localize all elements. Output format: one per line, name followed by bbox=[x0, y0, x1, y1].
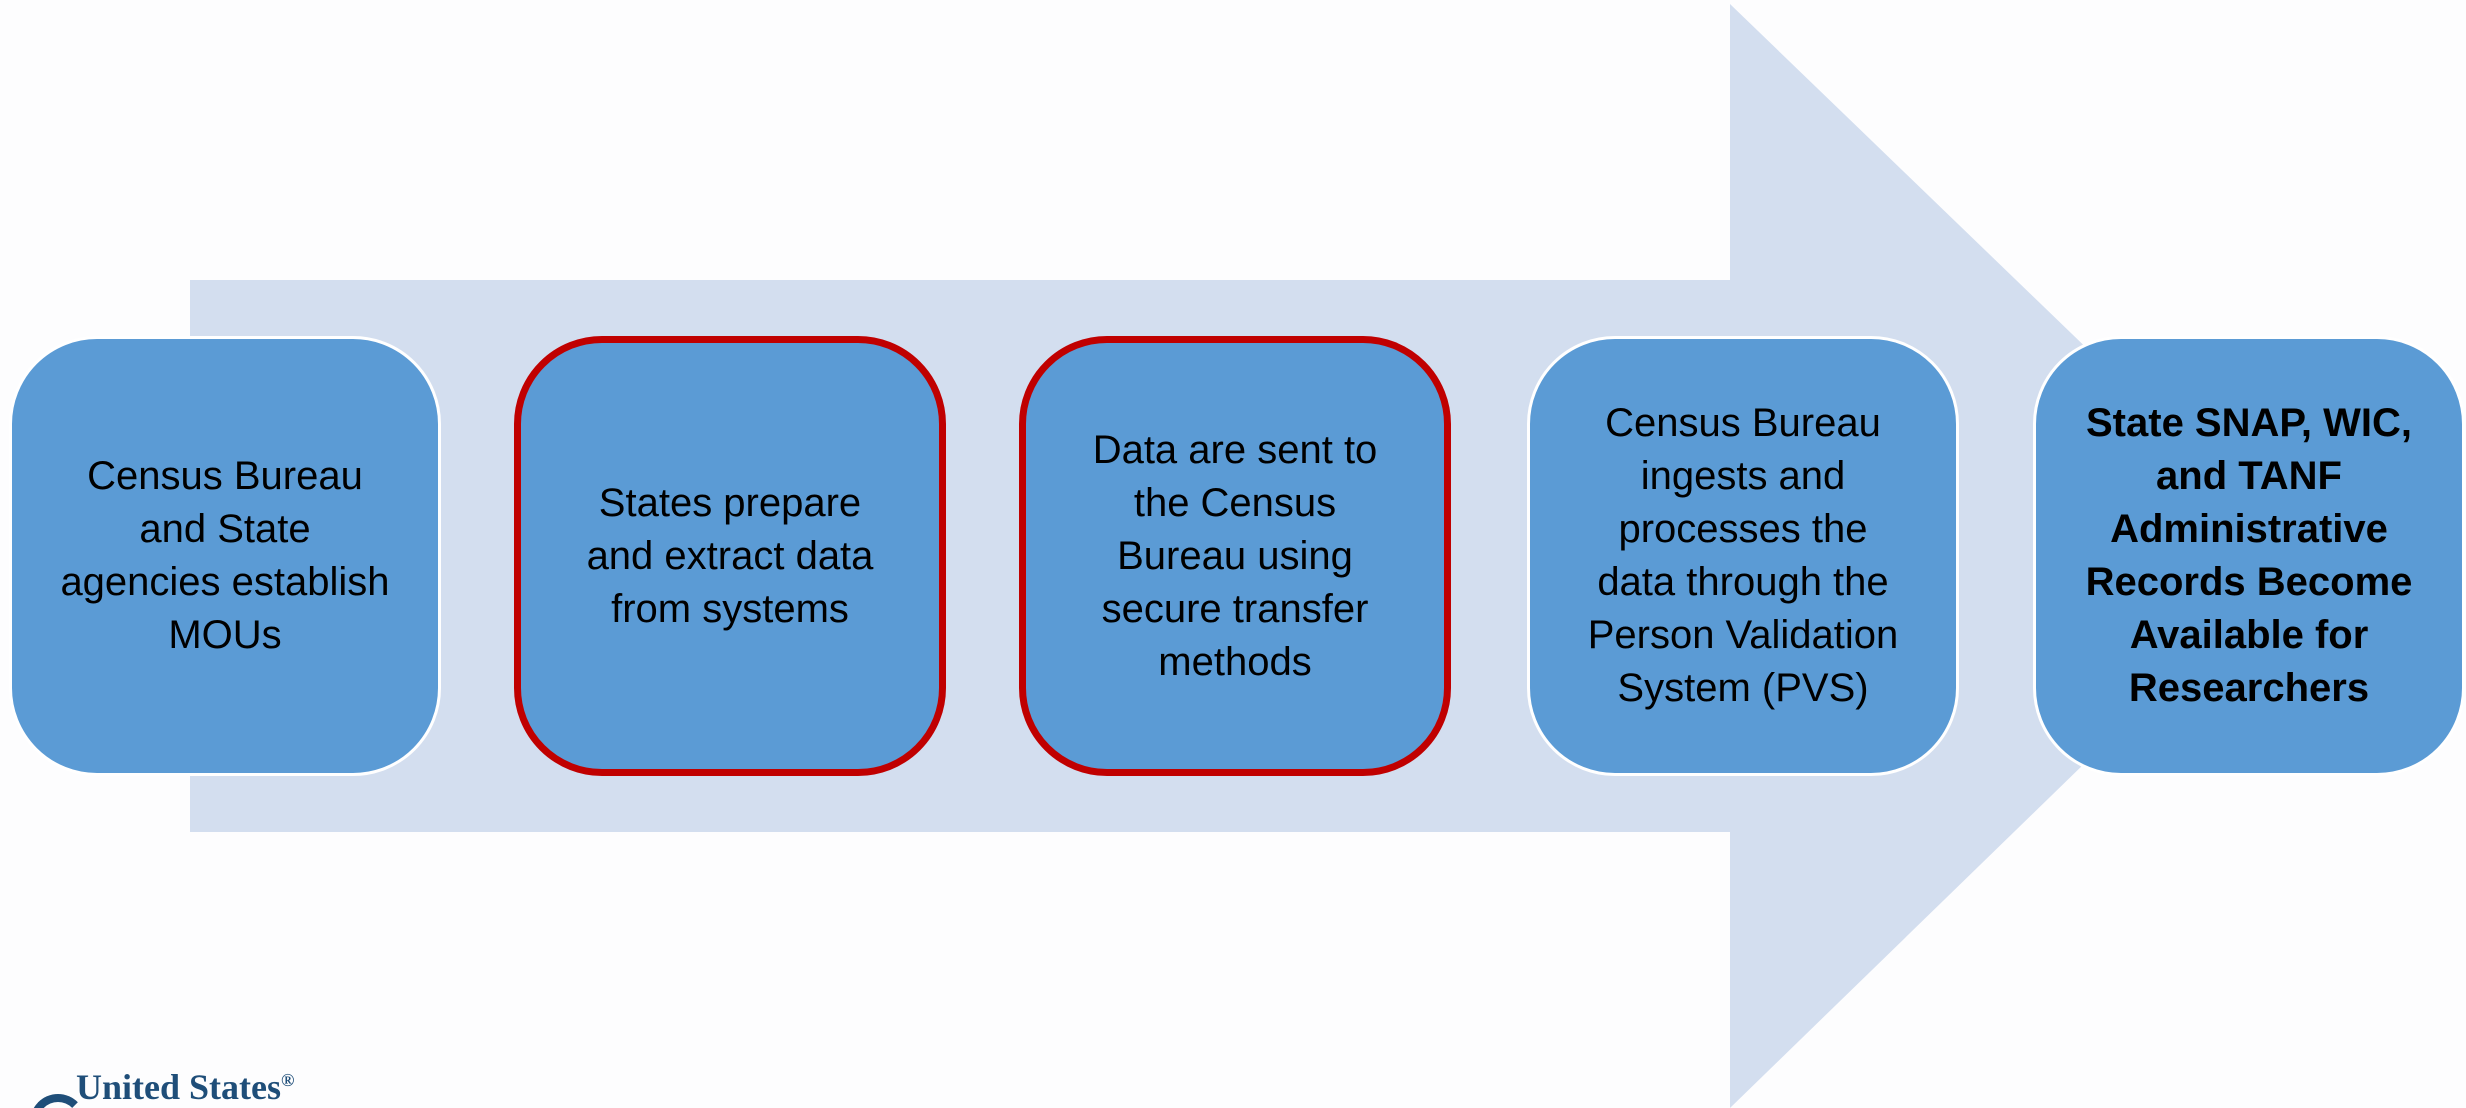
step-4-pvs-processing: Census Bureau ingests and processes the … bbox=[1527, 336, 1959, 776]
step-1-establish-mous: Census Bureau and State agencies establi… bbox=[9, 336, 441, 776]
step-1-label: Census Bureau and State agencies establi… bbox=[60, 454, 390, 657]
title-fragment bbox=[380, 0, 1080, 22]
logo-text: United States® bbox=[76, 1072, 294, 1108]
logo-text-main: United States bbox=[76, 1072, 281, 1107]
step-3-label: Data are sent to the Census Bureau using… bbox=[1092, 427, 1378, 684]
registered-mark: ® bbox=[281, 1072, 295, 1090]
step-3-secure-transfer: Data are sent to the Census Bureau using… bbox=[1019, 336, 1451, 776]
census-logo: United States® bbox=[0, 1072, 360, 1108]
step-5-label: State SNAP, WIC, and TANF Administrative… bbox=[2085, 401, 2413, 710]
step-2-label: States prepare and extract data from sys… bbox=[586, 480, 874, 631]
step-2-prepare-extract: States prepare and extract data from sys… bbox=[514, 336, 946, 776]
step-5-records-available: State SNAP, WIC, and TANF Administrative… bbox=[2033, 336, 2465, 776]
step-4-label: Census Bureau ingests and processes the … bbox=[1587, 401, 1899, 710]
